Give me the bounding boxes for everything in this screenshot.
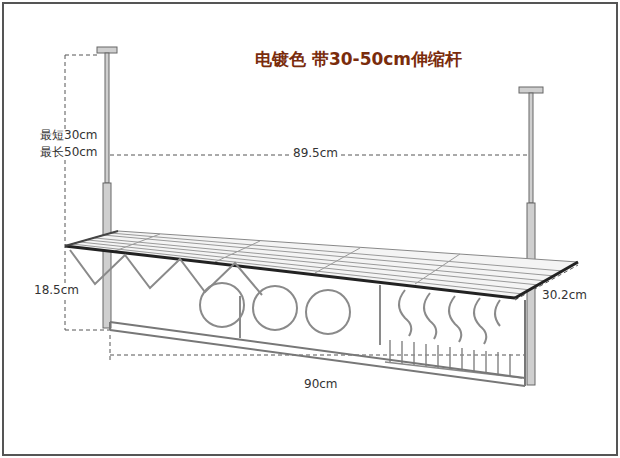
rack-part xyxy=(110,335,111,362)
rack-part xyxy=(70,250,262,295)
shelf xyxy=(65,231,578,298)
rack-part xyxy=(424,293,436,339)
dimension-label: 90cm xyxy=(302,378,340,392)
rack-part xyxy=(315,248,360,273)
rack-part xyxy=(65,231,578,298)
dish-rack xyxy=(385,340,522,378)
dimension-label: 18.5cm xyxy=(32,284,81,298)
rack-part xyxy=(103,235,555,276)
rack-part xyxy=(474,298,486,344)
dimension-lines xyxy=(65,55,578,362)
rack-part xyxy=(449,296,461,342)
rack-part xyxy=(65,330,110,331)
rack-part xyxy=(65,231,118,246)
hanging-poles xyxy=(97,47,543,385)
rack-part xyxy=(399,290,411,336)
rack-part xyxy=(529,93,533,203)
rack-part xyxy=(200,283,244,327)
dimension-label: 最长50cm xyxy=(38,146,100,160)
rack-part xyxy=(449,347,451,370)
rack-part xyxy=(473,350,475,373)
rack-part xyxy=(253,286,297,330)
rack-part xyxy=(495,300,500,326)
rack-part xyxy=(425,344,427,367)
rack-part xyxy=(72,233,563,294)
rack-part xyxy=(72,244,523,294)
rack-part xyxy=(110,233,563,271)
rack-part xyxy=(497,352,499,375)
rack-part xyxy=(65,55,100,56)
rack-part xyxy=(110,322,525,378)
title: 电镀色 带30-50cm伸缩杆 xyxy=(255,50,462,70)
rack-part xyxy=(103,183,111,328)
rack-part xyxy=(97,47,117,53)
rack-part xyxy=(105,53,109,183)
rack-part xyxy=(88,240,539,285)
rack-part xyxy=(415,254,460,284)
rack-part xyxy=(379,285,381,345)
rack-part xyxy=(485,351,487,374)
dimension-label: 89.5cm xyxy=(291,147,340,161)
dimension-label: 最短30cm xyxy=(38,129,100,143)
rack-part xyxy=(527,203,535,385)
rack-part xyxy=(524,300,526,386)
rack-part xyxy=(437,345,439,368)
rack-part xyxy=(509,354,511,377)
rack-part xyxy=(519,87,543,93)
cup-hooks xyxy=(399,290,500,344)
rack-part xyxy=(239,296,241,338)
dimension-label: 30.2cm xyxy=(540,289,589,303)
rack-part xyxy=(461,348,463,371)
rack-part xyxy=(215,241,260,262)
bottom-rail xyxy=(110,300,525,386)
rack-part xyxy=(65,246,515,298)
rack-part xyxy=(109,322,111,330)
rack-part xyxy=(306,290,350,334)
rack-part xyxy=(115,234,160,251)
frame xyxy=(3,3,617,455)
